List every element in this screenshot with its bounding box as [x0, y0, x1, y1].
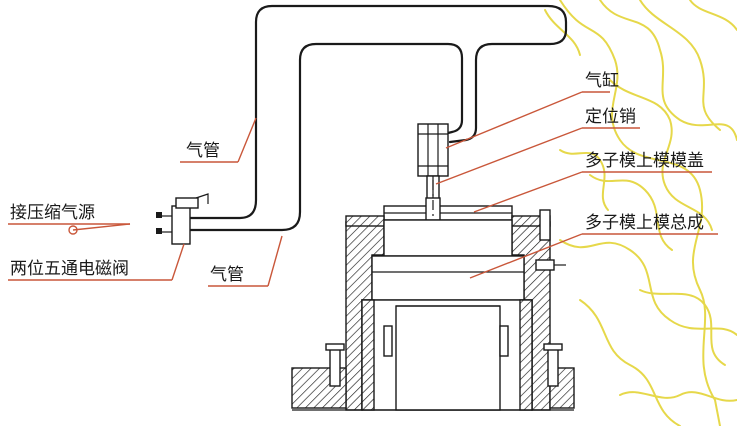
- solenoid-valve-symbol: [68, 193, 209, 245]
- mold-assembly-section: [291, 180, 575, 411]
- label-cylinder: 气缸: [585, 70, 619, 91]
- label-pipe-upper: 气管: [186, 141, 220, 161]
- cylinder-symbol: [417, 123, 449, 207]
- label-pipe-lower: 气管: [210, 265, 244, 285]
- label-air-source: 接压缩气源: [10, 203, 95, 223]
- background-pattern: [544, 0, 737, 426]
- leader-lines: [8, 91, 718, 287]
- label-solenoid-valve: 两位五通电磁阀: [10, 259, 129, 279]
- air-pipe: [188, 4, 568, 232]
- labels: 气管 气管 接压缩气源 两位五通电磁阀 气缸 定位销 多子模上模模盖 多子模上模…: [10, 70, 704, 285]
- label-mold-assembly: 多子模上模总成: [585, 213, 704, 233]
- label-mold-cover: 多子模上模模盖: [585, 151, 704, 171]
- label-locating-pin: 定位销: [585, 107, 636, 127]
